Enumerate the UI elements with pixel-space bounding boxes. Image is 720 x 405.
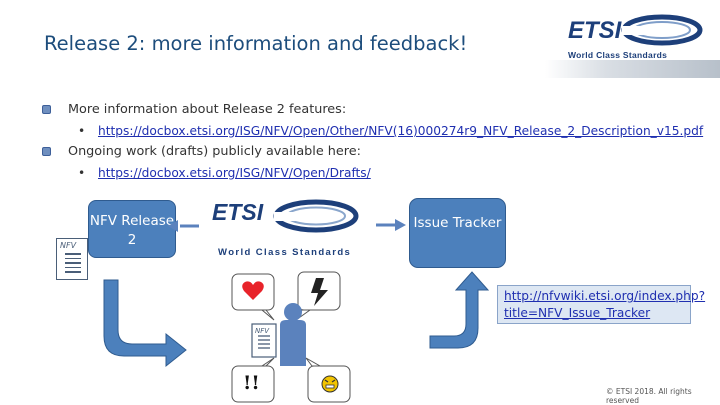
etsi-logo: ETSI World Class Standards [562,10,712,68]
exclamation-text: !! [243,372,260,394]
heart-icon [231,273,275,321]
etsi-logo-tagline: World Class Standards [568,50,667,60]
nfv-release-box: NFV Release 2 [88,200,176,258]
bullet-text: More information about Release 2 feature… [68,102,347,117]
sub-bullet-item: •https://docbox.etsi.org/ISG/NFV/Open/Dr… [78,166,371,180]
document-icon [251,323,277,358]
issue-tracker-url-box[interactable]: http://nfvwiki.etsi.org/index.php?title=… [497,285,705,324]
header-band [545,60,720,78]
page-title: Release 2: more information and feedback… [44,32,468,55]
arrow-right-icon [376,219,406,231]
curved-arrow-up-icon [429,271,490,349]
person-icon [280,303,306,366]
bullet-item: More information about Release 2 feature… [42,102,347,117]
document-icon: NFV [56,238,88,280]
drafts-link[interactable]: https://docbox.etsi.org/ISG/NFV/Open/Dra… [98,166,371,180]
etsi-logo-text: ETSI [568,17,623,44]
arrow-left-icon [168,220,199,232]
document-label: NFV [60,241,77,250]
sub-bullet-item: •https://docbox.etsi.org/ISG/NFV/Open/Ot… [78,124,704,138]
exclamation-bubble [231,357,275,403]
etsi-center-logo: ETSI World Class Standards [208,196,368,260]
bullet-marker-icon [42,147,51,156]
issue-tracker-link[interactable]: http://nfvwiki.etsi.org/index.php?title=… [504,289,706,320]
issue-tracker-box: Issue Tracker [409,198,506,268]
angry-face-icon [305,357,351,403]
copyright-text: © ETSI 2018. All rights reserved [606,387,692,405]
bullet-item: Ongoing work (drafts) publicly available… [42,144,361,159]
center-logo-text: ETSI [212,199,264,225]
release2-description-link[interactable]: https://docbox.etsi.org/ISG/NFV/Open/Oth… [98,124,704,138]
bullet-marker-icon [42,105,51,114]
small-document-label: NFV [255,327,270,335]
center-logo-tagline: World Class Standards [218,247,351,258]
broken-lightning-icon [295,271,341,321]
curved-arrow-down-icon [103,279,187,368]
bullet-text: Ongoing work (drafts) publicly available… [68,144,361,159]
